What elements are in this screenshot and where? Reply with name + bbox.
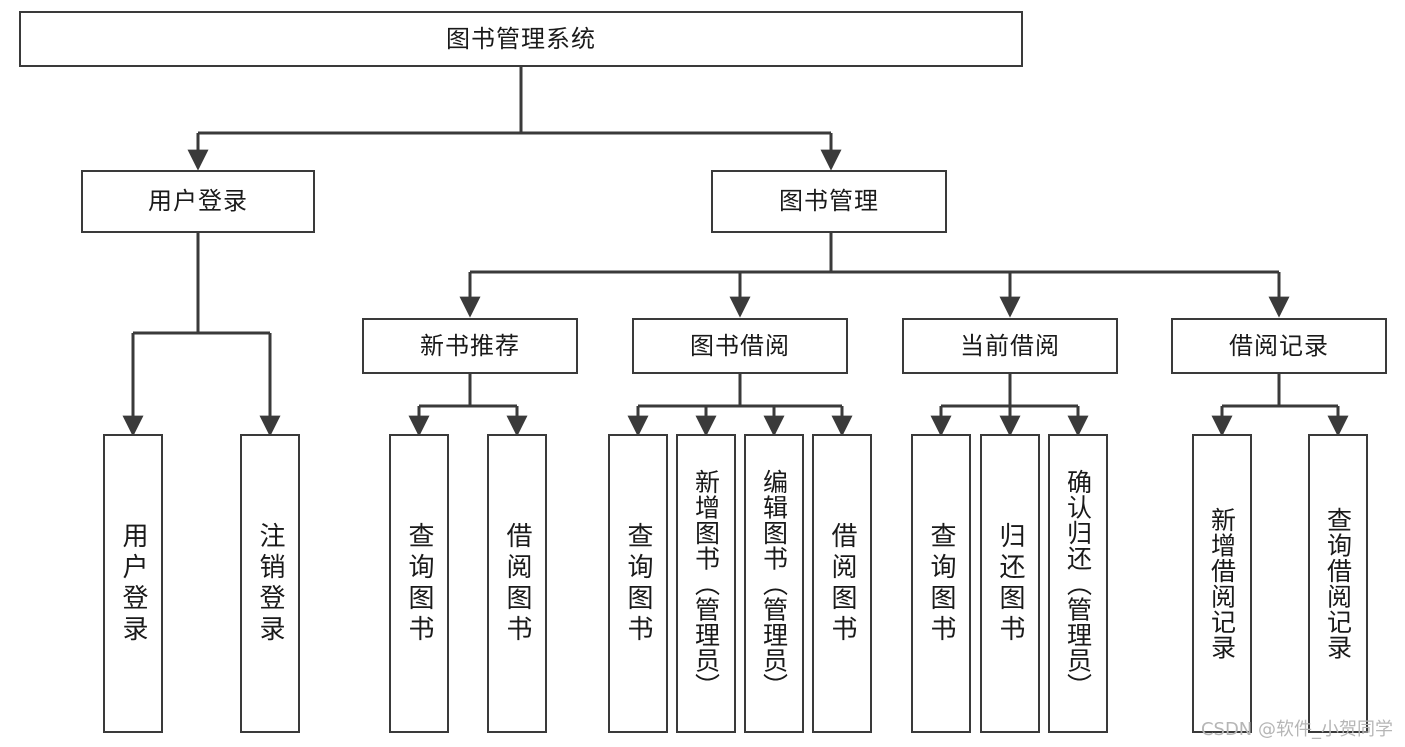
leaf-br-add-record-label: 新增借阅记录 bbox=[1207, 507, 1237, 660]
leaf-rec-borrow-book-label: 借阅图书 bbox=[502, 521, 532, 646]
leaf-bb-edit-book[interactable]: 编辑图书（管理员） bbox=[744, 434, 804, 733]
node-user-login[interactable]: 用户登录 bbox=[81, 170, 315, 233]
leaf-cb-confirm-return[interactable]: 确认归还（管理员） bbox=[1048, 434, 1108, 733]
node-current-borrow[interactable]: 当前借阅 bbox=[902, 318, 1118, 374]
leaf-br-query-record[interactable]: 查询借阅记录 bbox=[1308, 434, 1368, 733]
node-new-book-recommend[interactable]: 新书推荐 bbox=[362, 318, 578, 374]
node-book-borrow-label: 图书借阅 bbox=[690, 331, 790, 360]
leaf-bb-add-book[interactable]: 新增图书（管理员） bbox=[676, 434, 736, 733]
node-borrow-record[interactable]: 借阅记录 bbox=[1171, 318, 1387, 374]
leaf-bb-query-book[interactable]: 查询图书 bbox=[608, 434, 668, 733]
node-borrow-record-label: 借阅记录 bbox=[1229, 331, 1329, 360]
node-book-management-label: 图书管理 bbox=[779, 187, 879, 216]
leaf-bb-borrow-book[interactable]: 借阅图书 bbox=[812, 434, 872, 733]
leaf-user-login-label: 用户登录 bbox=[118, 521, 148, 646]
leaf-rec-query-book-label: 查询图书 bbox=[404, 521, 434, 646]
leaf-br-query-record-label: 查询借阅记录 bbox=[1323, 507, 1353, 660]
leaf-rec-borrow-book[interactable]: 借阅图书 bbox=[487, 434, 547, 733]
leaf-rec-query-book[interactable]: 查询图书 bbox=[389, 434, 449, 733]
node-root-label: 图书管理系统 bbox=[446, 24, 596, 53]
leaf-bb-edit-book-label: 编辑图书（管理员） bbox=[759, 468, 789, 699]
leaf-cb-return-book[interactable]: 归还图书 bbox=[980, 434, 1040, 733]
node-book-management[interactable]: 图书管理 bbox=[711, 170, 947, 233]
leaf-user-logout[interactable]: 注销登录 bbox=[240, 434, 300, 733]
node-book-borrow[interactable]: 图书借阅 bbox=[632, 318, 848, 374]
leaf-cb-confirm-return-label: 确认归还（管理员） bbox=[1063, 468, 1093, 699]
leaf-cb-query-book[interactable]: 查询图书 bbox=[911, 434, 971, 733]
node-new-book-recommend-label: 新书推荐 bbox=[420, 331, 520, 360]
leaf-bb-query-book-label: 查询图书 bbox=[623, 521, 653, 646]
leaf-cb-query-book-label: 查询图书 bbox=[926, 521, 956, 646]
csdn-watermark: CSDN @软件_小贺同学 bbox=[1200, 719, 1393, 740]
leaf-bb-add-book-label: 新增图书（管理员） bbox=[691, 468, 721, 699]
node-root[interactable]: 图书管理系统 bbox=[19, 11, 1023, 67]
leaf-user-logout-label: 注销登录 bbox=[255, 521, 285, 646]
node-user-login-label: 用户登录 bbox=[148, 187, 248, 216]
leaf-user-login[interactable]: 用户登录 bbox=[103, 434, 163, 733]
node-current-borrow-label: 当前借阅 bbox=[960, 331, 1060, 360]
leaf-cb-return-book-label: 归还图书 bbox=[995, 521, 1025, 646]
leaf-br-add-record[interactable]: 新增借阅记录 bbox=[1192, 434, 1252, 733]
leaf-bb-borrow-book-label: 借阅图书 bbox=[827, 521, 857, 646]
